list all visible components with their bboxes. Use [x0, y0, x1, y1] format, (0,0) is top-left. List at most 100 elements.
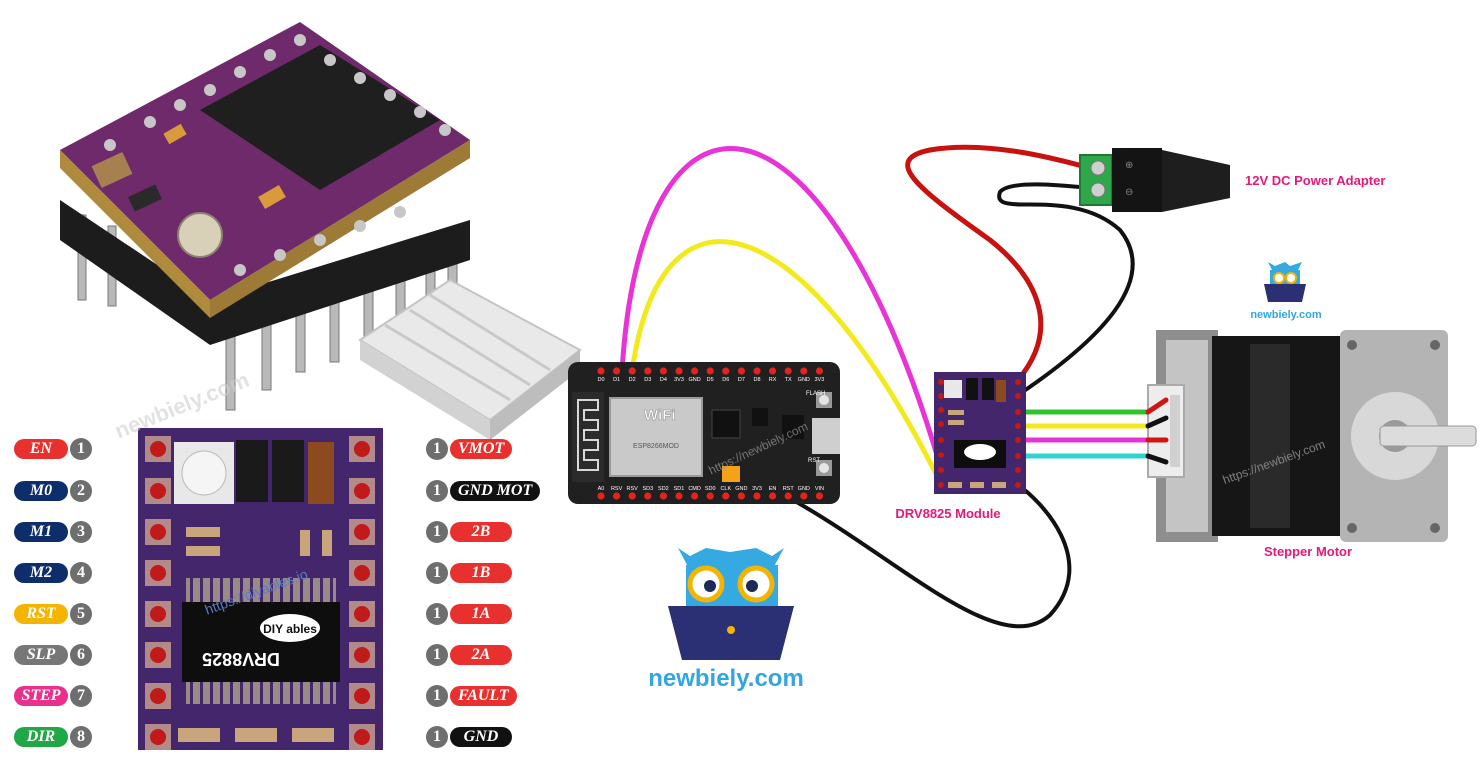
pin-number-badge: 1 — [70, 438, 92, 460]
header-pin-label: RSV — [627, 486, 639, 492]
stepper-motor — [1145, 330, 1477, 542]
usb-port — [812, 418, 840, 454]
chip-label: DRV8825 — [202, 649, 280, 669]
pin-number-badge: 1 — [426, 726, 448, 748]
header-pin — [659, 492, 668, 500]
header-pin-label: 3V3 — [674, 377, 684, 383]
owl-mascot-small — [1264, 262, 1306, 302]
header-pin — [628, 492, 636, 500]
pin-number-badge: 6 — [70, 644, 92, 666]
header-pin-label: D7 — [738, 377, 745, 383]
pin-name-badge: VMOT — [450, 439, 513, 459]
header-pin — [753, 492, 761, 500]
header-pin — [815, 492, 824, 500]
wire-red — [905, 144, 1093, 383]
header-pin-label: D8 — [753, 377, 760, 383]
pin-name-badge: SLP — [14, 645, 68, 665]
pin-number-badge: 3 — [70, 521, 92, 543]
header-pin-label: RSV — [611, 486, 623, 492]
stepper-motor-label: Stepper Motor — [1264, 544, 1352, 559]
pin-name-badge: GND MOT — [450, 481, 541, 501]
header-pin-label: 3V3 — [752, 486, 762, 492]
header-pin-label: 3V3 — [815, 377, 825, 383]
wifi-logo: WiFi — [644, 407, 676, 424]
pin-number-badge: 1 — [426, 644, 448, 666]
pin-name-badge: M2 — [14, 563, 68, 583]
header-pin-label: RST — [783, 486, 795, 492]
header-pin-label: SD2 — [658, 486, 669, 492]
pin-number-badge: 1 — [426, 438, 448, 460]
site-label-small: newbiely.com — [1250, 309, 1322, 321]
left-pin-pads — [145, 436, 171, 750]
pin-number-badge: 1 — [426, 685, 448, 707]
header-pin — [691, 367, 699, 375]
wire-black-power — [997, 182, 1135, 397]
pin-name-badge: 1B — [450, 563, 512, 583]
power-adapter-label: 12V DC Power Adapter — [1245, 173, 1385, 188]
heat-sink — [358, 278, 582, 440]
wire-black-gnd — [791, 483, 1072, 629]
header-pin-label: GND — [798, 486, 810, 492]
pin-name-badge: 1A — [450, 604, 512, 624]
pinout-board: DIY ables DRV8825 https://diyables.io — [138, 428, 383, 750]
pin-name-badge: M0 — [14, 481, 68, 501]
header-pin — [722, 492, 730, 500]
header-pin — [753, 367, 761, 375]
header-pin — [737, 367, 746, 375]
header-pin-label: TX — [785, 377, 792, 383]
pin-name-badge: STEP — [14, 686, 68, 706]
pin-number-badge: 5 — [70, 603, 92, 625]
pin-number-badge: 8 — [70, 726, 92, 748]
header-pin — [691, 492, 699, 500]
esp-model-text: ESP8266MOD — [633, 443, 679, 450]
header-pin — [784, 492, 792, 500]
pin-number-badge: 2 — [70, 480, 92, 502]
header-pin — [613, 367, 621, 375]
header-pin-label: RX — [769, 377, 777, 383]
header-pin — [800, 492, 808, 500]
brand-logo-text: DIY ables — [263, 622, 317, 636]
wire-yellow — [629, 239, 943, 485]
header-pin-label: GND — [735, 486, 747, 492]
header-pin-label: D1 — [613, 377, 620, 383]
pin-number-badge: 1 — [426, 521, 448, 543]
pin-name-badge: GND — [450, 727, 512, 747]
pin-name-badge: RST — [14, 604, 68, 624]
header-pin-label: EN — [769, 486, 777, 492]
header-pin-label: D5 — [707, 377, 714, 383]
header-pin — [800, 367, 808, 375]
wires — [619, 144, 1151, 629]
driver-chip — [182, 602, 340, 682]
driver-module-label: DRV8825 Module — [895, 506, 1000, 521]
rst-label: RST — [808, 458, 820, 464]
pin-number-badge: 4 — [70, 562, 92, 584]
header-pin — [769, 367, 777, 375]
header-pin-label: VIN — [815, 486, 824, 492]
header-pin-label: CLK — [720, 486, 731, 492]
header-pin — [722, 367, 730, 375]
flash-label: FLASH — [806, 391, 825, 397]
header-pin-label: SD1 — [674, 486, 685, 492]
header-pin — [597, 367, 605, 375]
header-pin — [675, 492, 683, 500]
header-pin — [675, 367, 683, 375]
header-pin-label: D3 — [644, 377, 651, 383]
header-pin — [644, 492, 652, 500]
pin-number-badge: 1 — [426, 480, 448, 502]
header-pin-label: SD0 — [705, 486, 716, 492]
header-pin — [769, 492, 777, 500]
header-pin-label: SD3 — [642, 486, 653, 492]
site-label-large: newbiely.com — [648, 665, 804, 692]
header-pin-label: D4 — [660, 377, 667, 383]
